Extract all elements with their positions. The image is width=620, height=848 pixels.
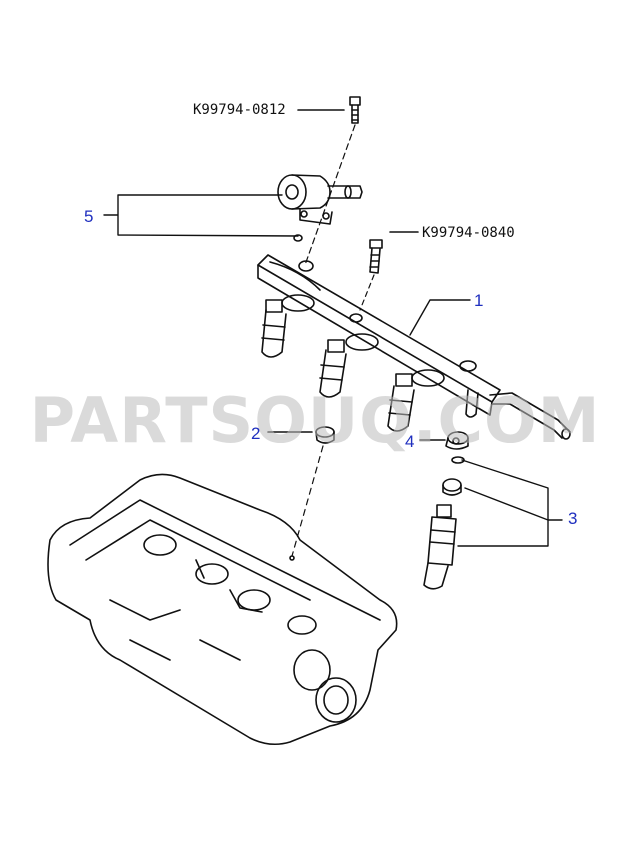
injector-3[interactable]	[387, 373, 415, 432]
bracket-5	[103, 194, 299, 237]
leader-1	[409, 299, 471, 336]
bolt-0840[interactable]	[369, 239, 383, 274]
bracket-3	[457, 459, 563, 547]
axis-line-right	[359, 274, 375, 311]
insulator-grommet[interactable]	[315, 426, 335, 444]
injector-2[interactable]	[319, 339, 347, 398]
callout-1[interactable]: 1	[474, 291, 484, 310]
cylinder-head[interactable]	[47, 473, 398, 746]
part-number-top-bolt: K99794-0812	[193, 102, 286, 118]
part-number-right-bolt: K99794-0840	[422, 225, 515, 241]
watermark-text: PARTSOUQ.COM	[29, 384, 601, 457]
cushion-seal[interactable]	[445, 431, 469, 450]
callout-5[interactable]: 5	[84, 207, 94, 226]
bolt-0812[interactable]	[349, 96, 361, 124]
callout-2[interactable]: 2	[251, 424, 261, 443]
injector-assembly[interactable]	[423, 504, 457, 590]
injector-cap[interactable]	[442, 478, 462, 496]
injector-1[interactable]	[261, 299, 287, 358]
fuel-rail[interactable]	[257, 254, 571, 440]
o-ring-small[interactable]	[293, 234, 303, 242]
pressure-regulator[interactable]	[277, 174, 363, 225]
axis-line-lower	[291, 445, 324, 557]
callout-3[interactable]: 3	[568, 509, 578, 528]
callout-4[interactable]: 4	[405, 432, 415, 451]
